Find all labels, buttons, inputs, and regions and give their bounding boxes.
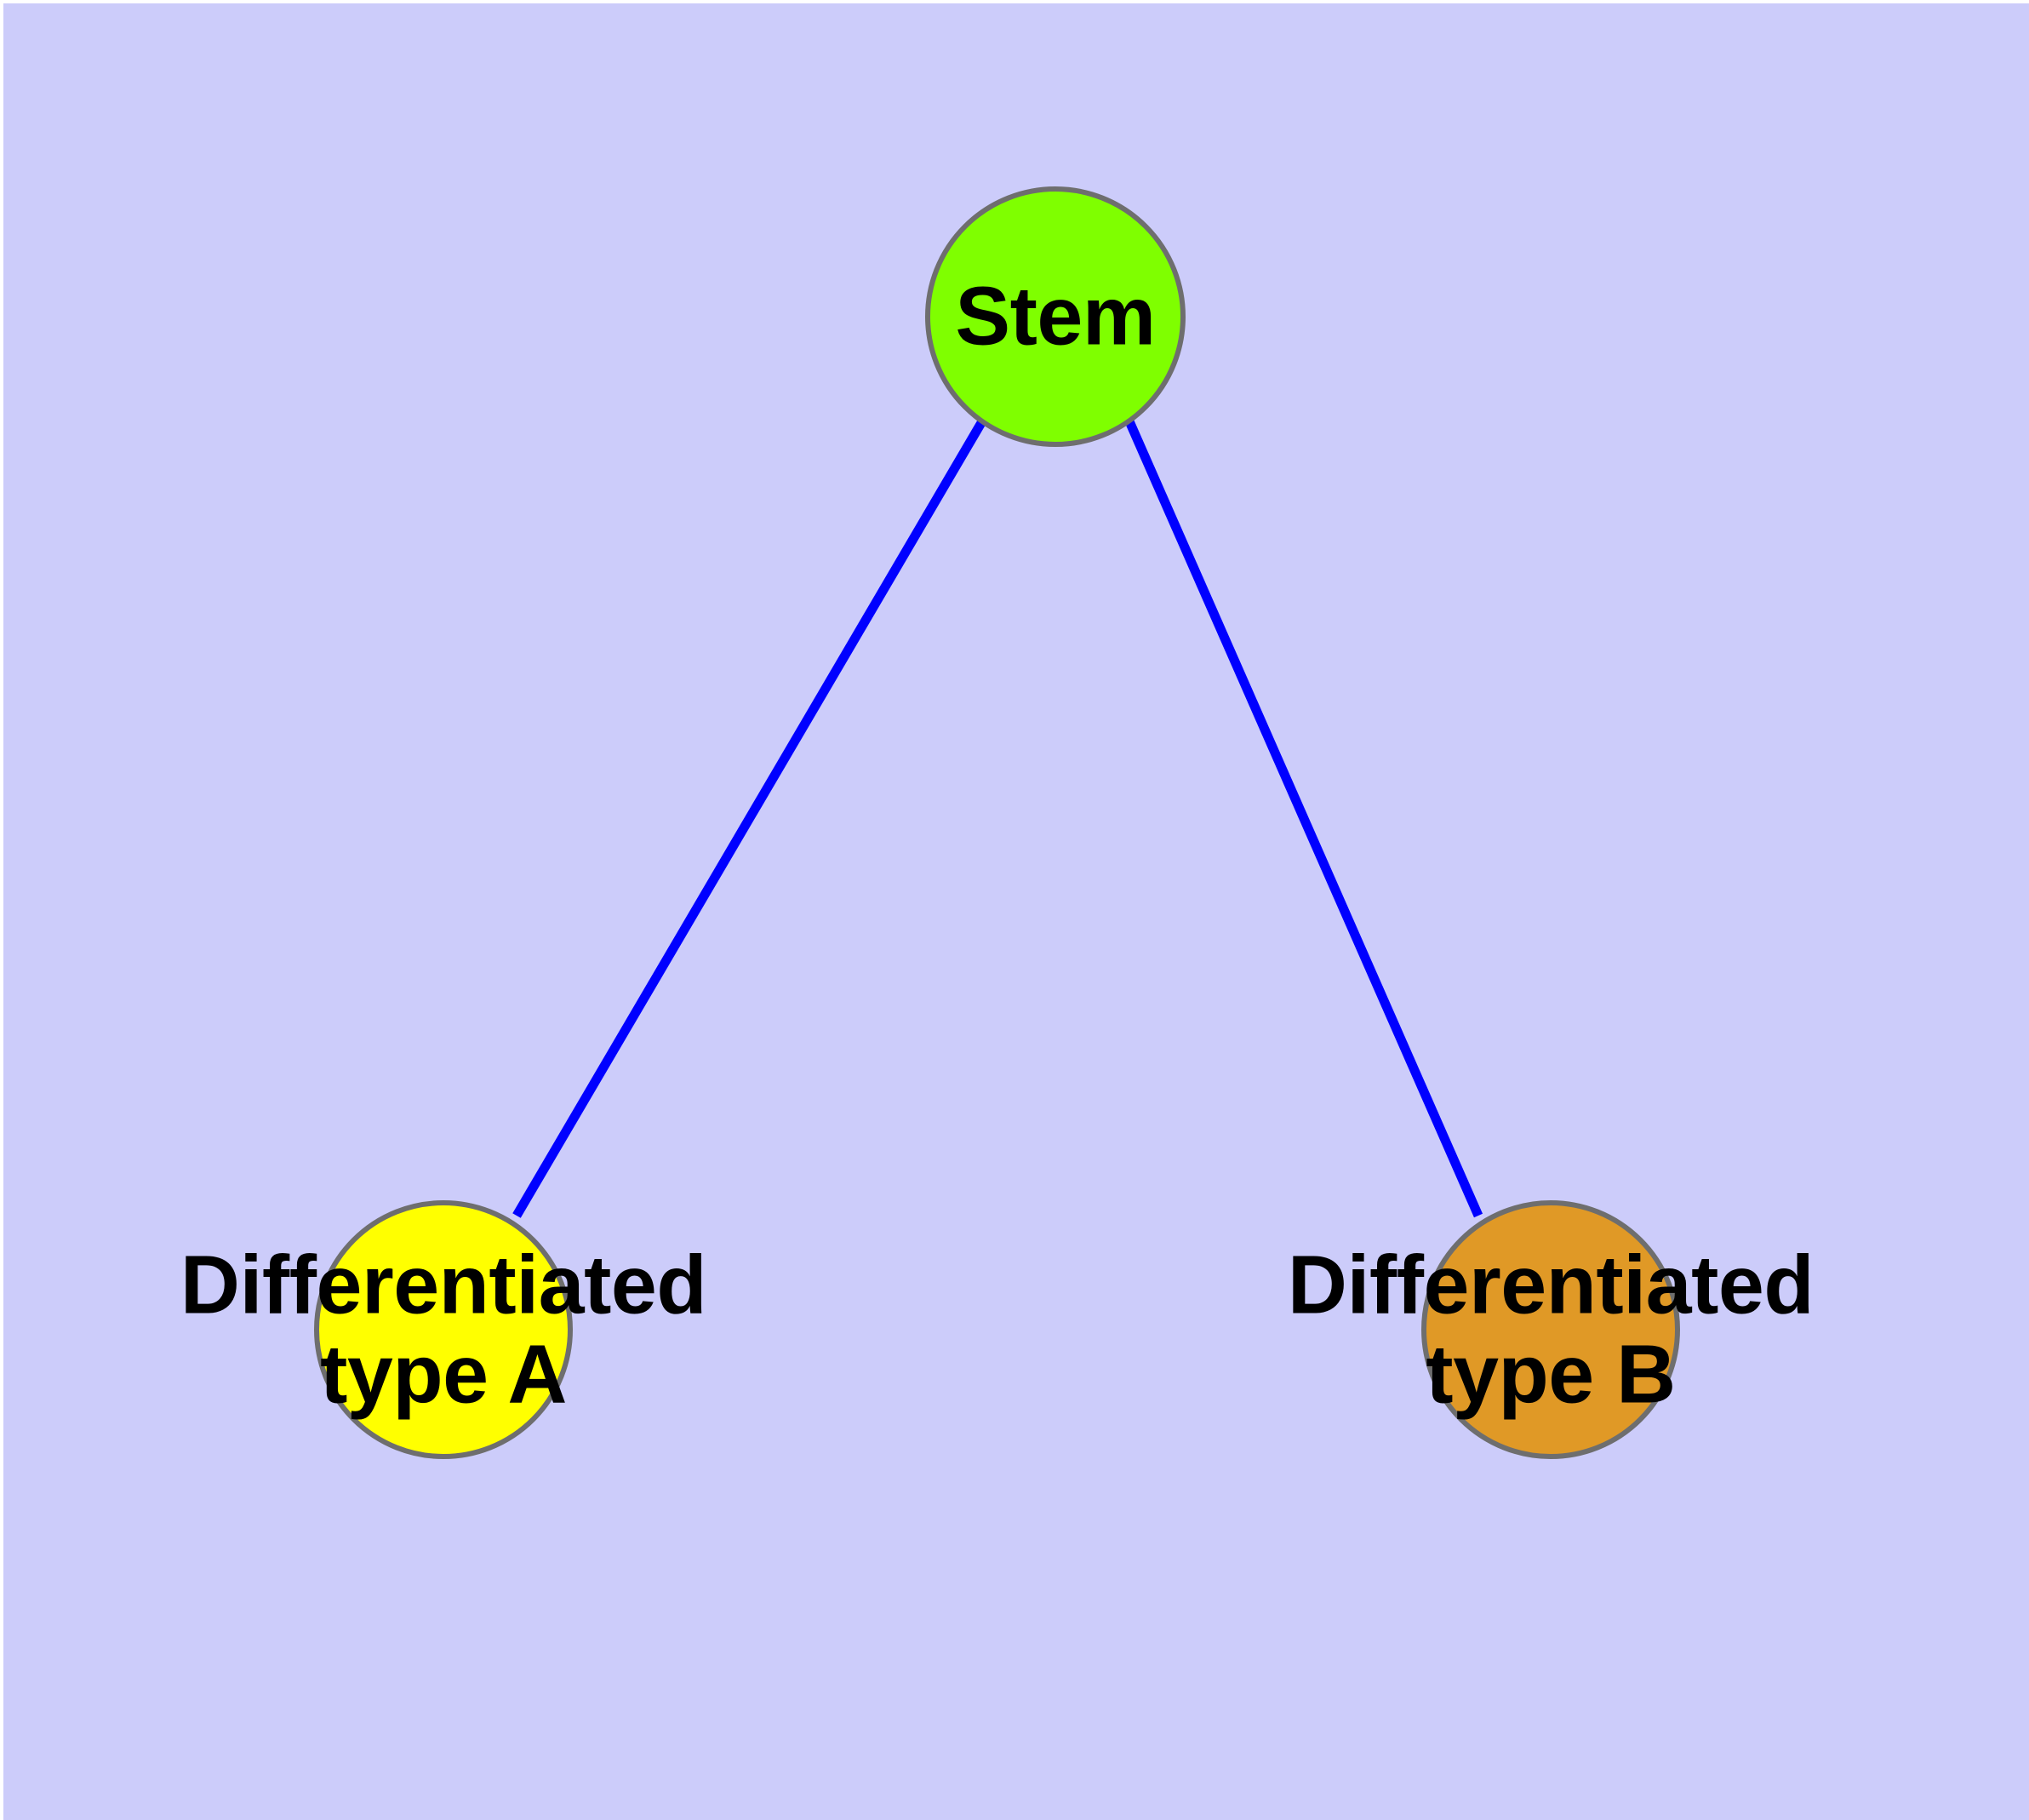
node-circle-diff-a[interactable] — [314, 1200, 573, 1459]
node-circle-diff-b[interactable] — [1421, 1200, 1680, 1459]
node-circle-stem[interactable] — [925, 186, 1186, 447]
node-layer — [314, 186, 1680, 1459]
edge-stem-to-diff-a — [512, 419, 986, 1218]
edge-stem-to-diff-b — [1124, 419, 1483, 1218]
edge-layer — [512, 419, 1483, 1218]
